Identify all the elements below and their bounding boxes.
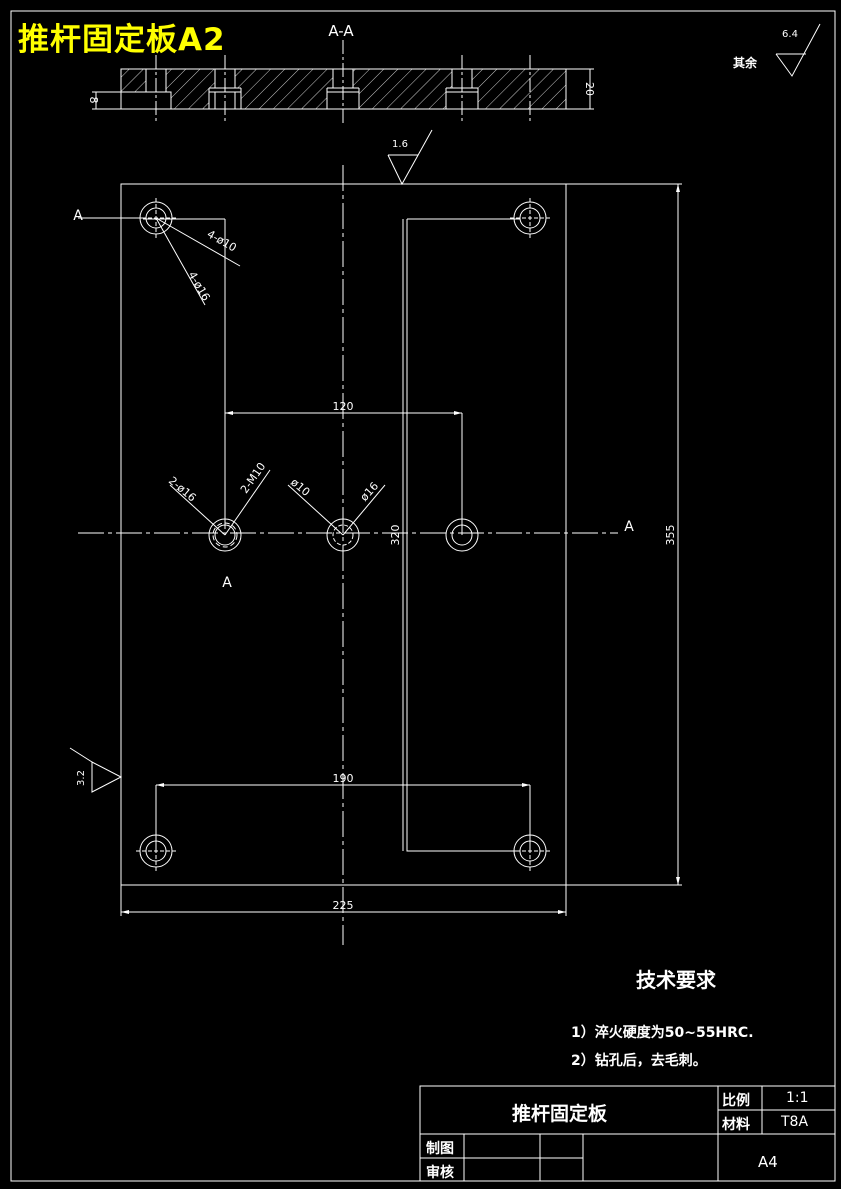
dim-hole-spacing-x: 120 — [333, 400, 354, 413]
callout-corner-large: 4-ø16 — [185, 269, 212, 303]
hole-corner-tl — [136, 198, 176, 238]
hole-left — [208, 518, 242, 552]
roughness-main-value: 1.6 — [392, 139, 408, 150]
title-block-material-label: 材料 — [722, 1117, 750, 1133]
hole-center — [326, 518, 360, 552]
requirement-item-2: 2）钻孔后，去毛刺。 — [571, 1053, 707, 1069]
title-block — [419, 1085, 836, 1182]
roughness-rest-value: 6.4 — [782, 29, 798, 40]
dim-counterbore-depth: 8 — [87, 97, 100, 104]
leaders — [155, 217, 386, 536]
title-block-material-value: T8A — [781, 1114, 809, 1130]
title-block-drawn-label: 制图 — [426, 1141, 454, 1157]
title-block-part-name: 推杆固定板 — [512, 1103, 608, 1125]
callout-corner-small: 4-ø10 — [205, 227, 239, 254]
dim-height-outer: 355 — [664, 525, 677, 546]
cut-mark-right: A — [624, 519, 634, 535]
section-label: A-A — [328, 22, 354, 40]
dimension-lines — [120, 183, 682, 916]
title-block-scale-value: 1:1 — [786, 1090, 809, 1106]
cut-mark-left: A — [73, 208, 83, 224]
dim-thickness: 20 — [583, 82, 596, 96]
title-block-scale-label: 比例 — [722, 1093, 750, 1109]
title-block-checked-label: 审核 — [426, 1165, 454, 1181]
plan-view — [78, 165, 618, 945]
requirements-heading: 技术要求 — [636, 968, 716, 992]
callout-center-small: ø10 — [288, 476, 312, 499]
dim-hole-spacing-bottom: 190 — [333, 772, 354, 785]
drawing-frame — [10, 10, 836, 1182]
roughness-side-value: 3.2 — [76, 770, 87, 786]
roughness-rest-label: 其余 — [733, 55, 758, 70]
requirement-item-1: 1）淬火硬度为50~55HRC. — [571, 1025, 754, 1041]
hole-corner-tr — [510, 198, 550, 238]
dim-width: 225 — [333, 899, 354, 912]
roughness-rest-symbol — [775, 23, 821, 77]
title-block-sheet-size: A4 — [758, 1153, 778, 1171]
dim-height-inner: 320 — [389, 525, 402, 546]
roughness-side-symbol — [69, 747, 123, 793]
roughness-main-symbol — [387, 129, 433, 186]
section-view — [92, 40, 594, 123]
callout-center-large: ø16 — [358, 480, 382, 504]
callout-left-thread: 2-M10 — [238, 460, 268, 496]
drawing-title: 推杆固定板A2 — [18, 22, 226, 58]
cut-mark-bottom: A — [222, 575, 232, 591]
callout-left-large: 2-ø16 — [166, 474, 199, 504]
